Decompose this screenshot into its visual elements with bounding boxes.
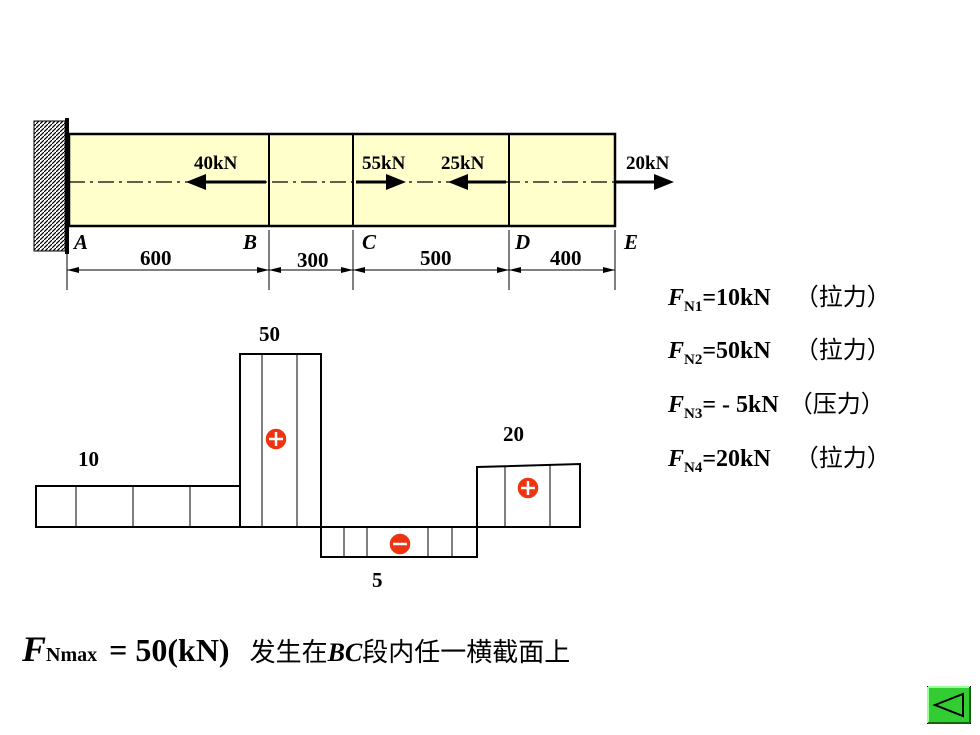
segment-cd [320,526,478,558]
diagram-value-20: 20 [503,422,524,446]
result-fn2: FN2=50kN （拉力） [668,336,891,368]
length-label-ab: 600 [140,246,172,270]
length-label-cd: 500 [420,246,452,270]
segment-ab [35,485,241,528]
force-arrow-25kN [448,174,506,190]
point-label-e: E [624,230,639,254]
force-arrow-55kN [356,174,406,190]
diagram-value-5: 5 [372,568,383,592]
result-fn4: FN4=20kN （拉力） [668,444,891,476]
force-label-55kN: 55kN [362,153,406,174]
left-triangle-icon [927,686,971,724]
plus-sign-icon [264,427,288,451]
length-label-bc: 300 [297,248,329,272]
segment-bc [239,353,322,528]
segment-de [476,462,581,528]
result-fn3: FN3= - 5kN （压力） [668,390,885,422]
plus-sign-icon [516,476,540,500]
force-label-40kN: 40kN [194,153,238,174]
fixed-wall [33,120,66,252]
force-arrow-20kN [616,174,674,190]
beam [67,132,617,228]
back-button[interactable] [927,686,971,724]
minus-sign-icon [388,532,412,556]
point-label-a: A [74,230,89,254]
point-label-b: B [243,230,258,254]
point-label-c: C [362,230,377,254]
force-label-25kN: 25kN [441,153,485,174]
force-arrow-40kN [186,174,266,190]
point-label-d: D [515,230,531,254]
dimension-line [66,230,616,290]
length-label-de: 400 [550,246,582,270]
axial-force-diagram [35,353,581,558]
force-label-20kN: 20kN [626,153,670,174]
result-fn1: FN1=10kN （拉力） [668,283,891,315]
summary-line: FNmax = 50(kN) 发生在BC段内任一横截面上 [22,629,571,669]
diagram-value-10: 10 [78,447,99,471]
diagram-value-50: 50 [259,322,280,346]
